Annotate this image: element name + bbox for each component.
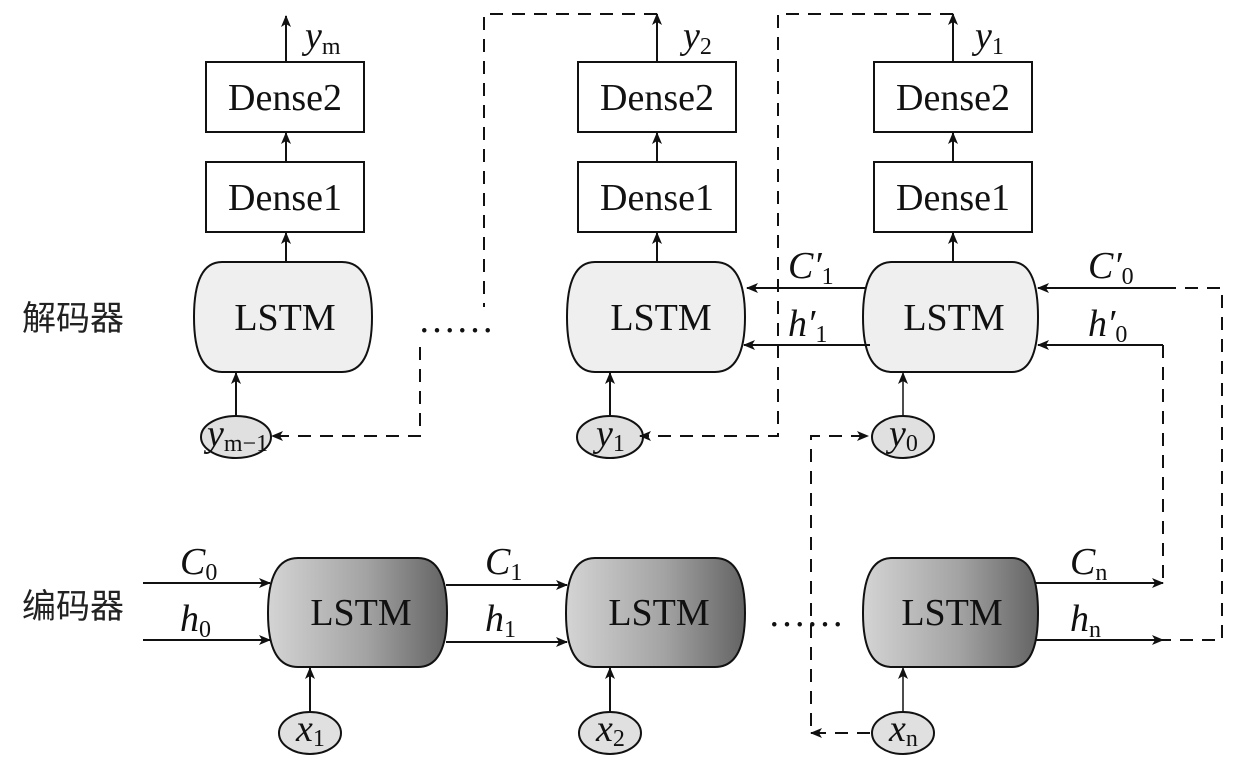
output-label-ym: ym [301,15,341,60]
input-label-x2: x2 [595,708,625,752]
dense1-label: Dense1 [228,177,342,219]
state-label-h0: h0 [180,598,211,643]
dashed-link-hn-to-c0 [1163,287,1223,641]
output-label-y1: y1 [971,15,1004,60]
state-label-h1: h1 [485,598,516,643]
decoder-ellipsis: …… [418,299,494,341]
state-label-hn: hn [1070,598,1101,643]
dense2-label: Dense2 [600,77,714,119]
lstm-label: LSTM [610,297,711,339]
feedback-dashed-line-y1 [639,13,953,441]
dense1-label: Dense1 [896,177,1010,219]
lstm-label: LSTM [901,592,1002,634]
input-label-x1: x1 [295,708,325,752]
state-label-h0: h′0 [1088,303,1127,348]
dense2-label: Dense2 [896,77,1010,119]
lstm-label: LSTM [234,297,335,339]
decoder-label: 解码器 [22,299,124,339]
input-label-y1: y1 [592,413,625,457]
input-label-ym-1: ym−1 [203,413,268,457]
encoder-ellipsis: …… [768,593,844,635]
input-node-x1 [278,711,342,755]
decoder-column-2: y2 Dense2 Dense1 LSTM y1 [565,13,747,459]
dense1-box [205,161,365,233]
encoder-label: 编码器 [22,587,124,627]
encoder-lstm-cell-1 [266,557,449,668]
input-node-x2 [578,711,642,755]
dense2-box [577,61,737,133]
dense1-box [577,161,737,233]
dense2-box [873,61,1033,133]
state-label-c0: C0 [180,541,217,586]
state-label-cn: Cn [1070,541,1107,586]
state-label-c1: C1 [485,541,522,586]
decoder-lstm-cell [861,261,1040,373]
feedback-dashed-line-ym1 [271,347,421,441]
dashed-link-xn-to-y0 [810,431,870,734]
input-label-y0: y0 [885,413,918,457]
decoder-column-m: ym Dense2 Dense1 LSTM ym−1 [192,15,374,459]
encoder-lstm-cell-n [861,557,1040,668]
lstm-label: LSTM [310,592,411,634]
encoder-lstm-cell-2 [564,557,747,668]
decoder-column-1: y1 Dense2 Dense1 LSTM y0 C′1 h′1 C′0 h′0 [743,13,1163,459]
input-node-xn [871,711,935,755]
encoder-row: C0 h0 LSTM x1 C1 h1 LSTM x2 …… LSTM xn C… [143,541,1164,755]
dense1-box [873,161,1033,233]
output-label-y2: y2 [679,15,712,60]
state-label-c0: C′0 [1088,245,1134,290]
decoder-lstm-cell [565,261,747,373]
state-label-h1: h′1 [788,303,827,348]
input-node-y0 [871,415,935,459]
dense1-label: Dense1 [600,177,714,219]
input-label-xn: xn [888,708,918,752]
decoder-lstm-cell [192,261,374,373]
lstm-label: LSTM [608,592,709,634]
lstm-label: LSTM [903,297,1004,339]
dense2-label: Dense2 [228,77,342,119]
state-label-c1: C′1 [788,245,834,290]
